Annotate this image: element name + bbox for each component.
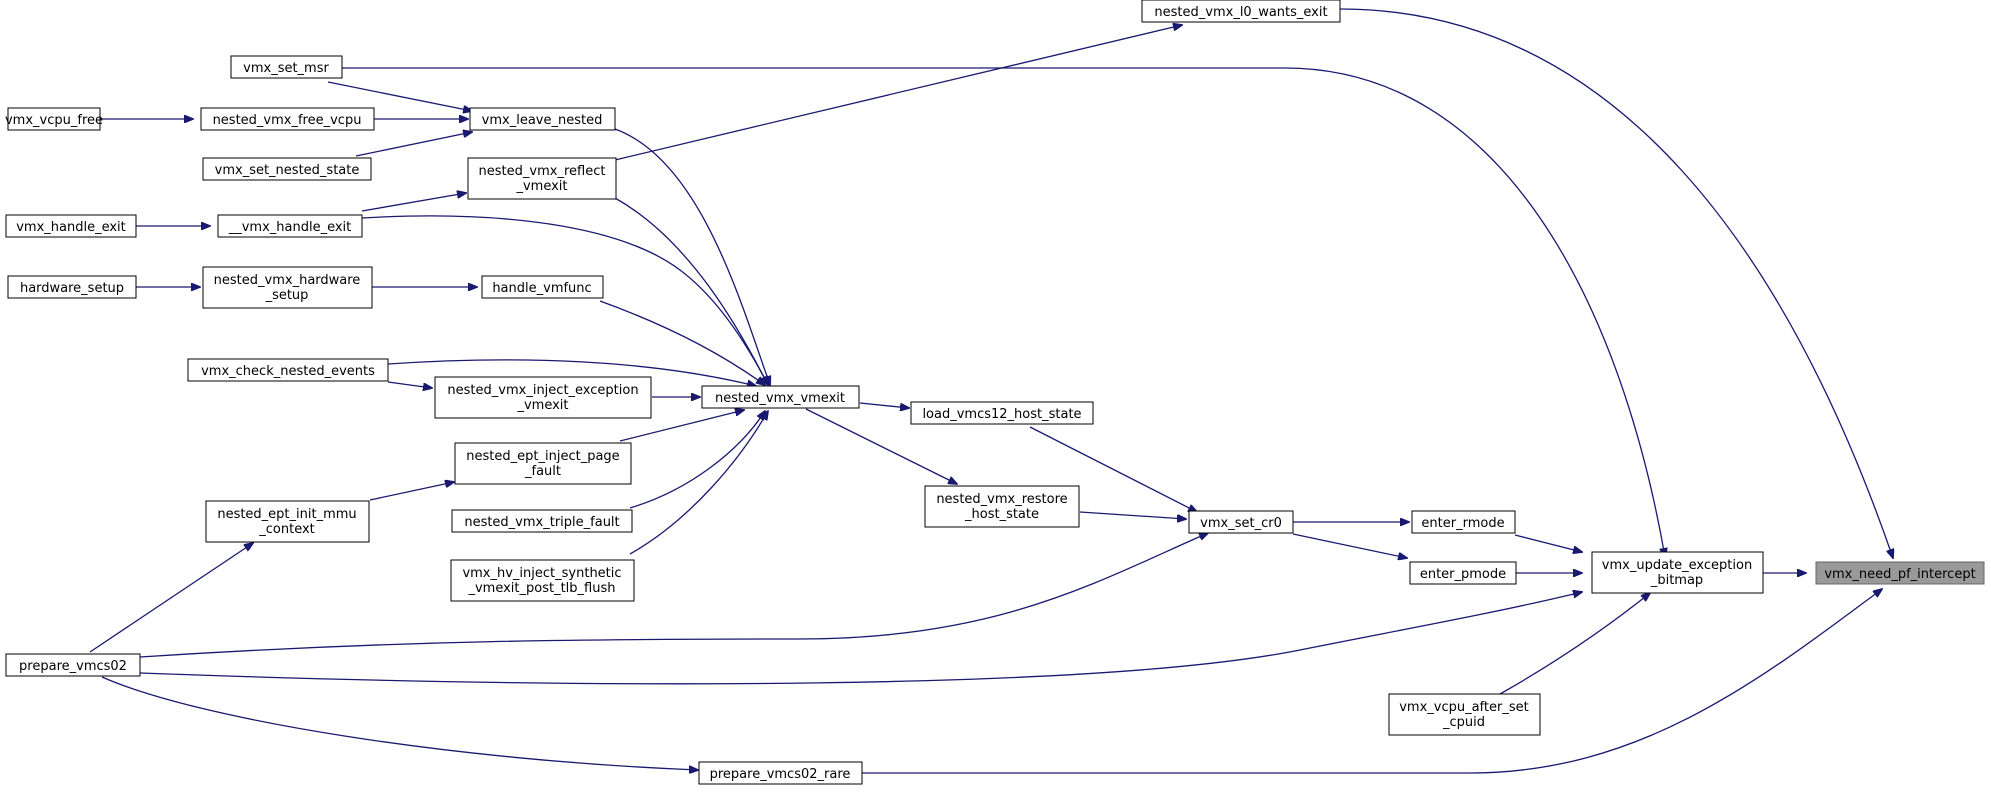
edge-hexit-to-reflect: [361, 193, 466, 212]
edge-vmexit-to-load12: [859, 402, 909, 408]
svg-text:nested_vmx_triple_fault: nested_vmx_triple_fault: [464, 515, 619, 530]
svg-text:enter_rmode: enter_rmode: [1421, 516, 1504, 531]
svg-text:nested_ept_init_mmu: nested_ept_init_mmu: [217, 507, 356, 522]
edge-vmcs02-to-rare: [101, 676, 698, 770]
edge-rare-to-needpf: [862, 589, 1882, 774]
svg-text:_vmexit: _vmexit: [516, 398, 568, 413]
edge-vmcs02-to-update: [139, 592, 1582, 685]
svg-text:enter_pmode: enter_pmode: [1420, 567, 1506, 582]
node-nested-ept-init-mmu-context[interactable]: nested_ept_init_mmu _context: [205, 500, 370, 543]
svg-text:_setup: _setup: [265, 288, 309, 303]
edge-hvinject-to-vmexit: [629, 411, 768, 555]
edges: [89, 8, 1893, 774]
node-handle-vmfunc[interactable]: handle_vmfunc: [481, 275, 604, 299]
svg-text:prepare_vmcs02: prepare_vmcs02: [19, 659, 127, 674]
node-vmx-leave-nested[interactable]: vmx_leave_nested: [469, 107, 616, 131]
svg-text:vmx_vcpu_free: vmx_vcpu_free: [5, 113, 103, 128]
svg-text:hardware_setup: hardware_setup: [20, 281, 124, 296]
edge-leave-to-vmexit: [614, 128, 770, 385]
edge-injpf-to-vmexit: [619, 410, 744, 442]
svg-text:_cpuid: _cpuid: [1442, 715, 1485, 730]
node-enter-pmode[interactable]: enter_pmode: [1409, 561, 1517, 585]
svg-text:vmx_need_pf_intercept: vmx_need_pf_intercept: [1824, 567, 1975, 582]
svg-text:_host_state: _host_state: [964, 507, 1039, 522]
node-nested-vmx-free-vcpu[interactable]: nested_vmx_free_vcpu: [200, 107, 375, 131]
node-nested-ept-inject-page-fault[interactable]: nested_ept_inject_page _fault: [454, 442, 632, 485]
node-prepare-vmcs02-rare[interactable]: prepare_vmcs02_rare: [698, 761, 863, 785]
edge-l0wants-to-needpf: [1339, 8, 1893, 558]
svg-text:vmx_leave_nested: vmx_leave_nested: [482, 113, 603, 128]
svg-text:vmx_update_exception: vmx_update_exception: [1602, 558, 1752, 573]
edge-vmexit-to-restore: [805, 408, 957, 484]
edge-vmcs02-to-initmmu: [89, 543, 253, 653]
svg-text:vmx_set_nested_state: vmx_set_nested_state: [215, 163, 360, 178]
edge-initmmu-to-injpf: [369, 482, 454, 501]
edge-setnested-to-leave: [355, 132, 472, 157]
svg-text:vmx_set_cr0: vmx_set_cr0: [1200, 516, 1282, 531]
node-nested-vmx-hardware-setup[interactable]: nested_vmx_hardware _setup: [202, 266, 373, 309]
edge-hexit-to-vmexit: [361, 215, 768, 385]
svg-text:_vmexit: _vmexit: [515, 179, 567, 194]
edge-setcr0-to-pmode: [1292, 533, 1407, 558]
svg-text:handle_vmfunc: handle_vmfunc: [492, 281, 591, 296]
edge-vmfunc-to-vmexit: [599, 300, 765, 385]
node-vmx-vcpu-after-set-cpuid[interactable]: vmx_vcpu_after_set _cpuid: [1388, 693, 1541, 736]
svg-text:nested_vmx_vmexit: nested_vmx_vmexit: [715, 391, 845, 406]
svg-text:prepare_vmcs02_rare: prepare_vmcs02_rare: [710, 767, 851, 782]
svg-text:vmx_handle_exit: vmx_handle_exit: [16, 220, 126, 235]
svg-text:nested_vmx_reflect: nested_vmx_reflect: [479, 164, 606, 179]
node-nested-vmx-reflect-vmexit[interactable]: nested_vmx_reflect _vmexit: [467, 157, 617, 200]
node-prepare-vmcs02[interactable]: prepare_vmcs02: [5, 653, 141, 677]
edge-setmsr-to-update: [342, 67, 1665, 557]
edge-checknested-to-injexc: [387, 381, 432, 388]
node-vmx-update-exception-bitmap[interactable]: vmx_update_exception _bitmap: [1591, 551, 1764, 594]
edge-vmcs02-to-setcr0: [139, 533, 1208, 658]
svg-text:nested_vmx_l0_wants_exit: nested_vmx_l0_wants_exit: [1154, 5, 1327, 20]
svg-text:_bitmap: _bitmap: [1650, 573, 1703, 588]
edge-l0wants-from-reflect: [614, 25, 1182, 161]
svg-text:load_vmcs12_host_state: load_vmcs12_host_state: [922, 407, 1081, 422]
edge-aftercpuid-to-update: [1499, 593, 1650, 695]
edge-reflect-to-vmexit: [614, 197, 768, 385]
node-nested-vmx-restore-host-state[interactable]: nested_vmx_restore _host_state: [924, 485, 1080, 528]
svg-text:vmx_set_msr: vmx_set_msr: [243, 61, 329, 76]
node-vmx-vcpu-free[interactable]: vmx_vcpu_free: [5, 107, 103, 131]
node-nested-vmx-l0-wants-exit[interactable]: nested_vmx_l0_wants_exit: [1141, 0, 1341, 23]
node-vmx-set-msr[interactable]: vmx_set_msr: [230, 55, 343, 79]
node-vmx-hv-inject-synthetic-vmexit[interactable]: vmx_hv_inject_synthetic _vmexit_post_tlb…: [450, 559, 635, 602]
svg-text:_vmexit_post_tlb_flush: _vmexit_post_tlb_flush: [467, 581, 615, 596]
node-vmx-set-nested-state[interactable]: vmx_set_nested_state: [202, 157, 372, 181]
svg-text:vmx_hv_inject_synthetic: vmx_hv_inject_synthetic: [462, 566, 621, 581]
node-vmx-handle-exit[interactable]: vmx_handle_exit: [5, 214, 137, 238]
node-vmx-need-pf-intercept[interactable]: vmx_need_pf_intercept: [1815, 561, 1985, 585]
node-enter-rmode[interactable]: enter_rmode: [1411, 510, 1516, 534]
edge-setmsr-to-leave: [327, 81, 472, 111]
svg-text:nested_vmx_inject_exception: nested_vmx_inject_exception: [447, 383, 638, 398]
node-vmx-check-nested-events[interactable]: vmx_check_nested_events: [187, 358, 389, 382]
node-__vmx-handle-exit[interactable]: __vmx_handle_exit: [217, 214, 363, 238]
edge-checknested-to-vmexit: [387, 359, 756, 386]
edge-restore-to-setcr0: [1079, 511, 1186, 519]
node-nested-vmx-triple-fault[interactable]: nested_vmx_triple_fault: [451, 509, 633, 533]
node-hardware-setup[interactable]: hardware_setup: [7, 275, 137, 299]
svg-text:_context: _context: [258, 522, 315, 537]
svg-text:__vmx_handle_exit: __vmx_handle_exit: [228, 220, 352, 235]
nodes: vmx_need_pf_intercept vmx_update_excepti…: [5, 0, 1985, 785]
node-nested-vmx-vmexit[interactable]: nested_vmx_vmexit: [701, 385, 860, 409]
svg-text:_fault: _fault: [524, 464, 561, 479]
edge-load12-to-setcr0: [1029, 426, 1197, 512]
svg-text:vmx_check_nested_events: vmx_check_nested_events: [201, 364, 375, 379]
svg-text:nested_ept_inject_page: nested_ept_inject_page: [466, 449, 619, 464]
node-vmx-set-cr0[interactable]: vmx_set_cr0: [1188, 510, 1294, 534]
svg-text:nested_vmx_restore: nested_vmx_restore: [936, 492, 1067, 507]
node-nested-vmx-inject-exception-vmexit[interactable]: nested_vmx_inject_exception _vmexit: [434, 376, 652, 419]
node-load-vmcs12-host-state[interactable]: load_vmcs12_host_state: [910, 401, 1094, 425]
svg-text:nested_vmx_free_vcpu: nested_vmx_free_vcpu: [213, 113, 362, 128]
edge-rmode-to-update: [1514, 534, 1582, 552]
edge-triple-to-vmexit: [629, 411, 765, 509]
svg-text:vmx_vcpu_after_set: vmx_vcpu_after_set: [1399, 700, 1529, 715]
svg-text:nested_vmx_hardware: nested_vmx_hardware: [214, 273, 361, 288]
